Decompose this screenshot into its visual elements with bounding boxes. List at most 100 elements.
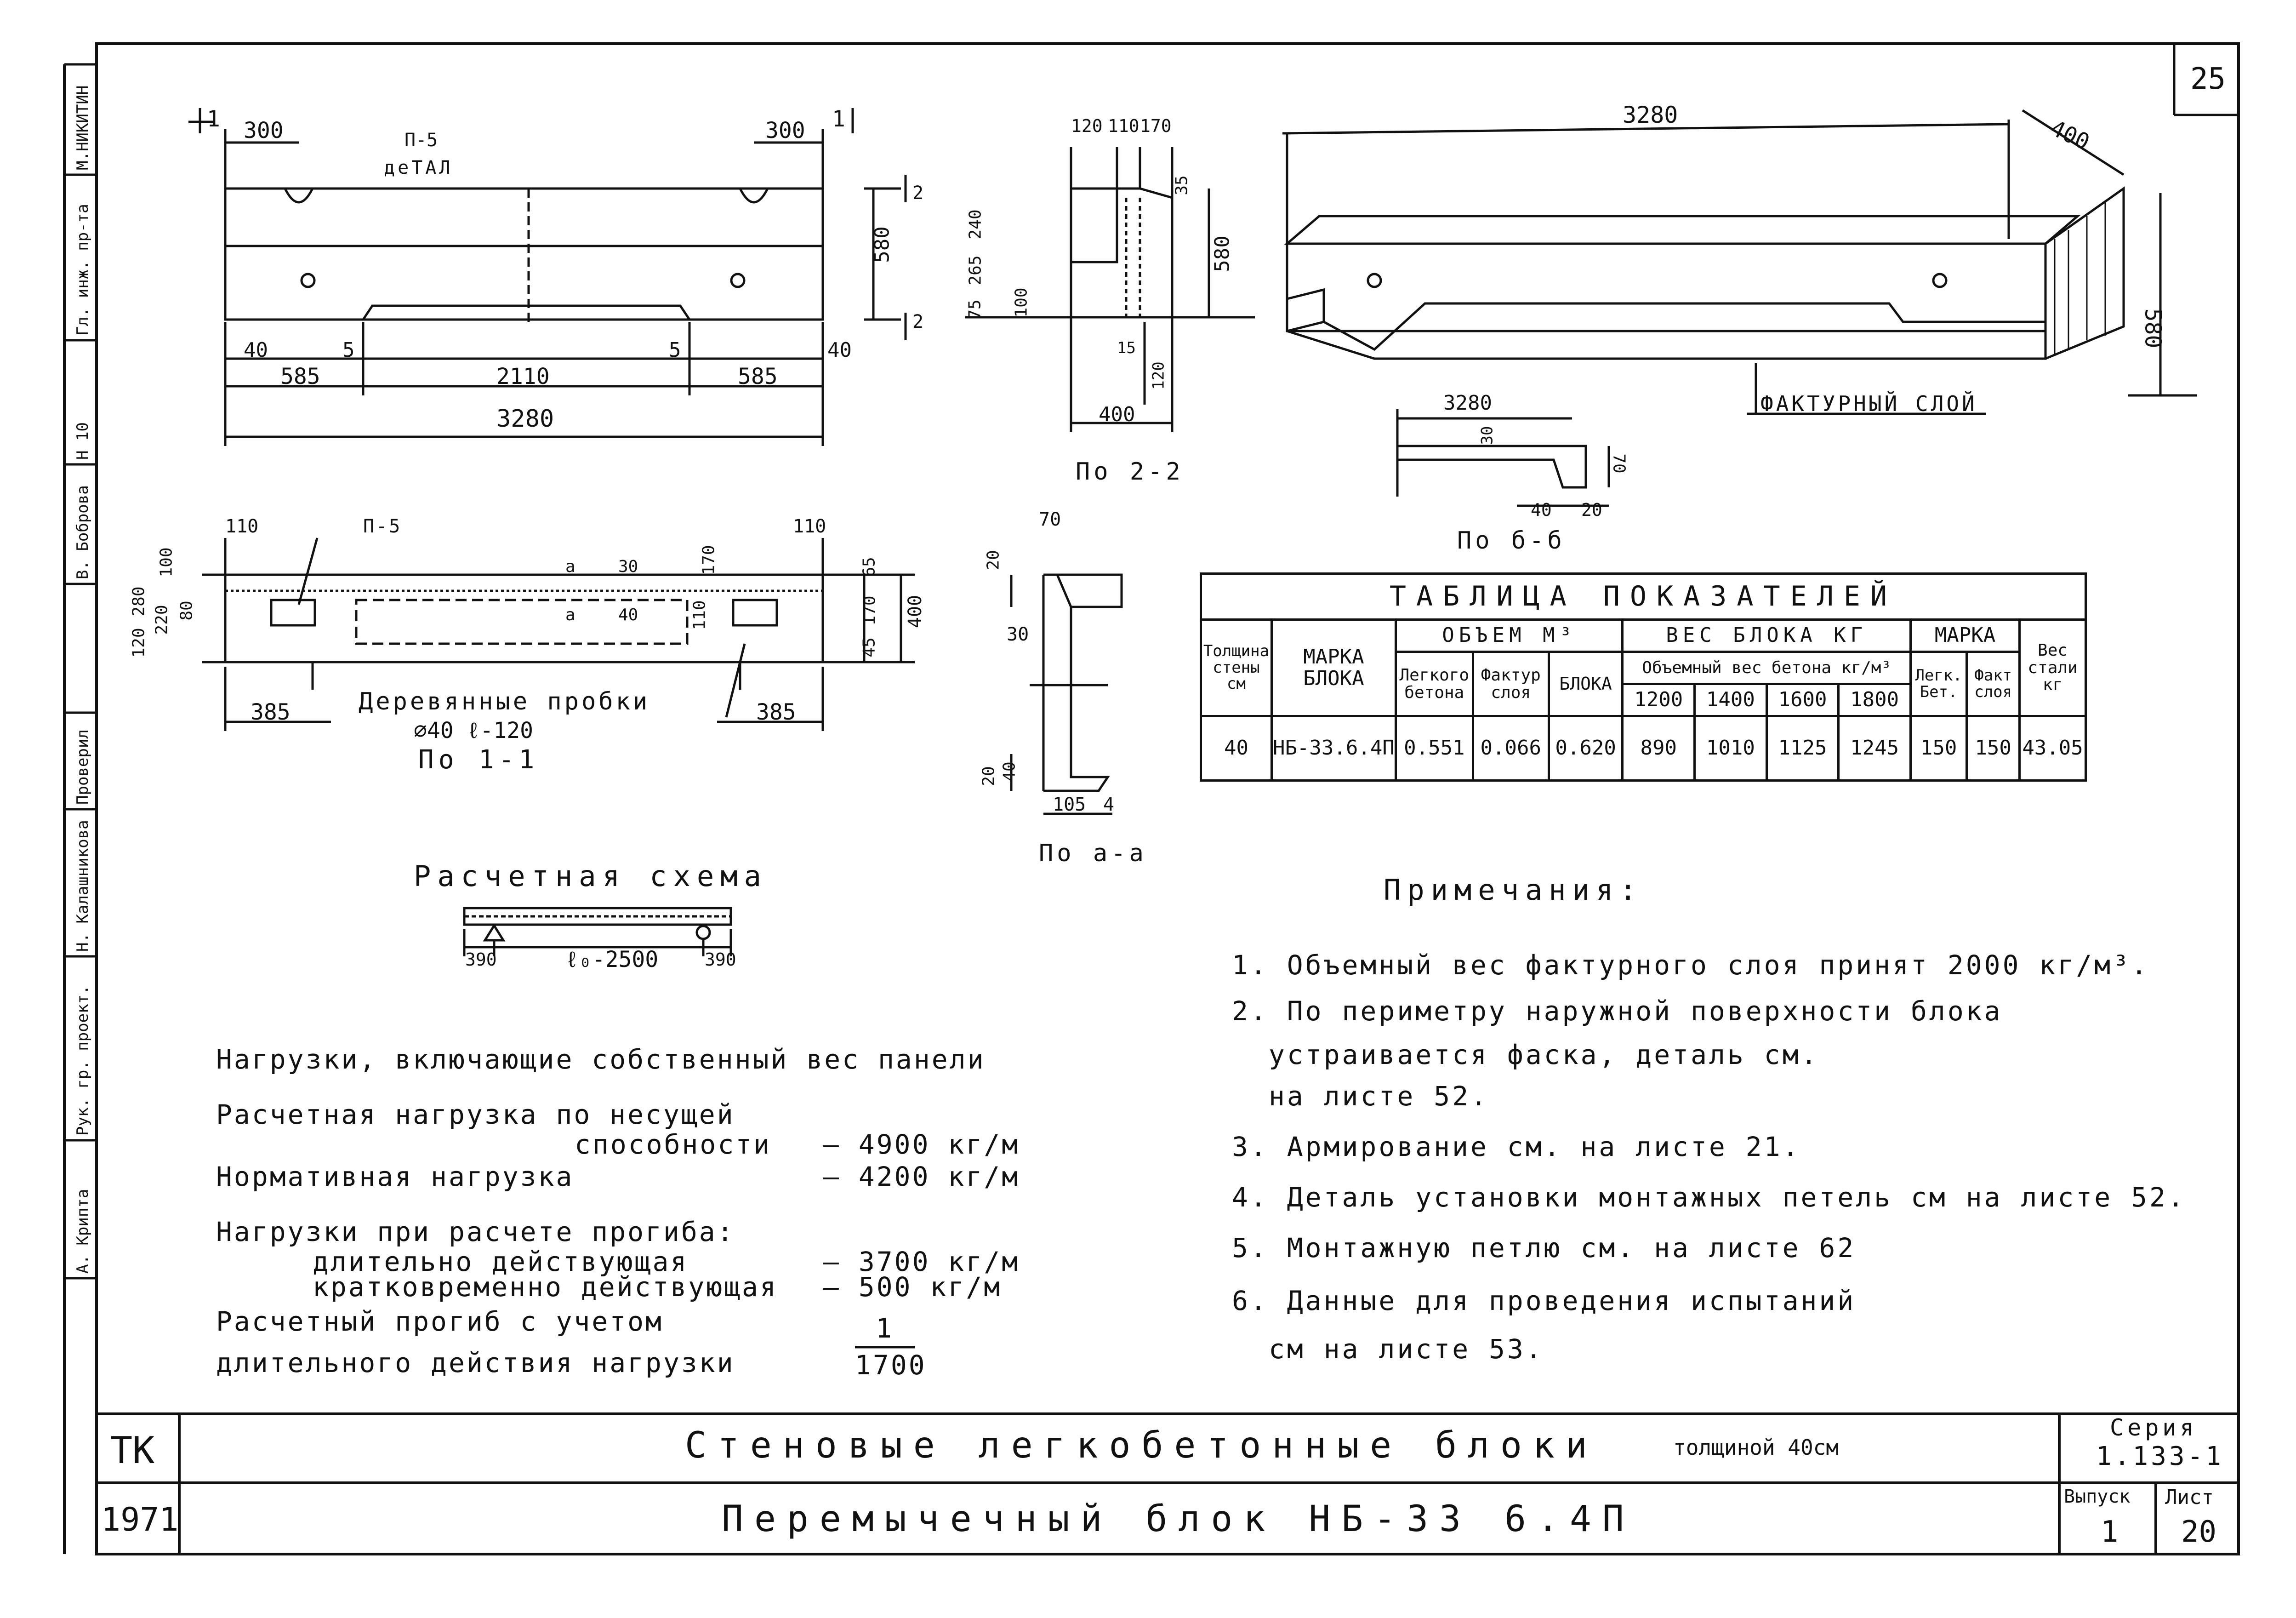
td-grade-fact: 150 [1966,715,2021,782]
bottom-dim-5-right: 5 [669,338,681,362]
side-label-1: М.НИКИТИН [74,85,92,170]
indicators-table: ТАБЛИЦА ПОКАЗАТЕЛЕЙ Толщина стены см МАР… [1200,572,2087,782]
loads-line4: длительно действующая [313,1246,689,1277]
s11-in-a2: a [565,606,575,624]
bottom-dim-585-right: 585 [738,364,778,389]
saa-20-bottom: 20 [979,766,998,786]
s11-in-30: 30 [618,557,638,576]
sbb-30: 30 [1478,426,1497,445]
note-2b: устраивается фаска, деталь см. [1269,1039,1819,1070]
loads-line2: Нормативная нагрузка [216,1161,574,1192]
th-thickness: Толщина стены см [1200,618,1273,717]
loads-line5: кратковременно действующая [313,1271,778,1303]
loads-line1v: – 4900 кг/м [823,1129,1020,1160]
s22-r-35: 35 [1172,175,1191,195]
section2-mark-top: 2 [912,183,924,204]
loads-line1a: Расчетная нагрузка по несущей [216,1099,735,1130]
detail-label: П-5 [405,130,438,151]
s11-vd-280: 280 [129,586,148,617]
scheme-right: 390 [705,949,736,970]
bottom-dim-40-right: 40 [827,338,852,362]
notes-title: Примечания: [1384,873,1643,907]
bottom-dim-2110: 2110 [496,364,550,389]
note-3: 3. Армирование см. на листе 21. [1232,1131,1801,1162]
side-label-6: Н. Калашникова [74,820,92,952]
s11-r-170: 170 [860,595,879,626]
s11-vd-220: 220 [152,605,171,635]
s11-plugs: Деревянные пробки [359,688,650,715]
side-label-5: Проверил [74,729,92,805]
iso-layer-label: ФАКТУРНЫЙ СЛОЙ [1760,391,1977,416]
td-vol-block: 0.620 [1547,715,1624,782]
stamp-issue: 1 [2101,1515,2119,1549]
stamp-title2: Перемычечный блок НБ-33 6.4П [722,1498,1635,1540]
td-thickness: 40 [1200,715,1273,782]
note-1: 1. Объемный вес фактурного слоя принят 2… [1232,949,2149,981]
loads-line6: Расчетный прогиб с учетом [216,1306,663,1337]
td-vol-light: 0.551 [1394,715,1474,782]
th-vol-fact: Фактур слоя [1471,651,1550,717]
note-4: 4. Деталь установки монтажных петель см … [1232,1182,2186,1213]
s11-caption: По 1-1 [418,745,539,775]
stamp-title1-small: толщиной 40см [1673,1435,1839,1460]
s22-l-100: 100 [1012,287,1031,318]
s22-top-110: 110 [1108,116,1139,136]
s22-small-15: 15 [1117,339,1136,357]
saa-20-top: 20 [984,550,1003,570]
s22-small-120: 120 [1149,361,1168,390]
scheme-left: 390 [465,949,497,970]
th-weight: ВЕС БЛОКА КГ [1621,618,1912,653]
sbb-caption: По б-б [1457,527,1566,555]
th-vol-block: БЛОКА [1547,651,1624,717]
s11-in-170: 170 [699,545,718,575]
th-density-1800: 1800 [1837,683,1912,717]
saa-caption: По а-а [1039,840,1147,867]
stamp-series: 1.133-1 [2096,1441,2224,1471]
s11-r-45: 45 [860,637,879,657]
detail-word: деТАЛ [384,157,453,178]
overall-dim-3280: 3280 [496,405,554,433]
th-vol-light: Легкого бетона [1394,651,1474,717]
loads-title: Нагрузки, включающие собственный вес пан… [216,1044,986,1075]
th-steel: Вес стали кг [2018,618,2087,717]
th-volume: ОБЪЕМ М³ [1394,618,1624,653]
loads-line7v-den: 1700 [855,1349,927,1381]
side-label-2: Гл. инж. пр-та [74,204,92,336]
note-6b: см на листе 53. [1269,1333,1544,1365]
scheme-title: Расчетная схема [414,859,768,893]
th-grade-light: Легк. Бет. [1909,651,1968,717]
th-weight-sub: Объемный вес бетона кг/м³ [1621,651,1912,685]
stamp-year: 1971 [101,1501,179,1538]
th-density-1600: 1600 [1765,683,1840,717]
sbb-40: 40 [1531,500,1552,520]
td-mark: НБ-33.6.4П [1270,715,1397,782]
loads-line6v-num: 1 [876,1313,894,1344]
stamp-sheet-label: Лист [2165,1486,2214,1509]
s22-top-170: 170 [1140,116,1172,136]
side-label-3: Н 10 [74,422,92,460]
td-steel: 43.05 [2018,715,2087,782]
bottom-dim-5-left: 5 [342,338,355,362]
stamp-issue-label: Выпуск [2064,1486,2131,1507]
s22-caption: По 2-2 [1076,458,1184,486]
side-label-7: Рук. гр. проект. [74,985,92,1136]
iso-height: 580 [2140,308,2166,349]
td-w1200: 890 [1621,715,1696,782]
s11-r-400: 400 [905,595,926,629]
loads-line7: длительного действия нагрузки [216,1347,735,1378]
sbb-70: 70 [1609,453,1629,474]
th-density-1400: 1400 [1693,683,1768,717]
section-mark-left: 1 [207,106,220,132]
s11-b-385-right: 385 [756,699,796,725]
td-vol-fact: 0.066 [1471,715,1550,782]
saa-40: 40 [1000,761,1019,782]
saa-105: 105 [1053,794,1086,815]
note-6a: 6. Данные для проведения испытаний [1232,1285,1856,1316]
td-w1600: 1125 [1765,715,1840,782]
s22-r-580: 580 [1210,235,1234,272]
s22-l-265: 265 [966,255,985,286]
note-5: 5. Монтажную петлю см. на листе 62 [1232,1232,1856,1264]
s22-l-75: 75 [965,299,985,320]
note-2c: на листе 52. [1269,1081,1489,1112]
